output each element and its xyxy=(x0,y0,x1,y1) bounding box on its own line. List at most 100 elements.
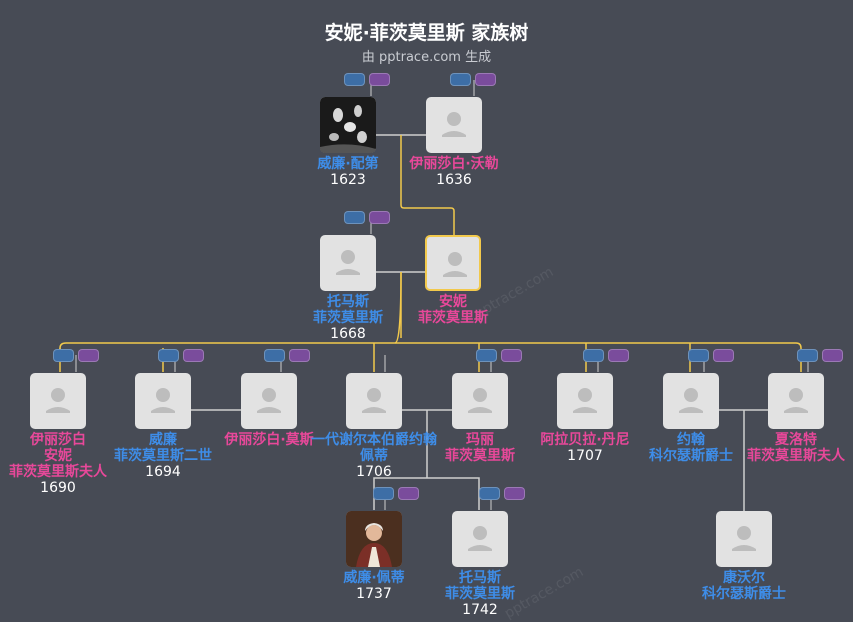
family-toggle-buttons[interactable] xyxy=(479,487,527,501)
expand-parents-button[interactable] xyxy=(53,349,74,362)
expand-parents-button[interactable] xyxy=(479,487,500,500)
expand-parents-button[interactable] xyxy=(344,211,365,224)
family-toggle-buttons[interactable] xyxy=(583,349,631,363)
person-photo-charlotte[interactable] xyxy=(768,373,824,429)
family-toggle-buttons[interactable] xyxy=(373,487,421,501)
person-name-line: 菲茨莫里斯夫人 xyxy=(9,464,107,480)
person-name-line: 科尔瑟斯爵士 xyxy=(702,586,786,602)
person-photo-john-petty[interactable] xyxy=(346,373,402,429)
expand-spouse-button[interactable] xyxy=(713,349,734,362)
expand-spouse-button[interactable] xyxy=(501,349,522,362)
family-toggle-buttons[interactable] xyxy=(53,349,101,363)
person-photo-mary[interactable] xyxy=(452,373,508,429)
page-title: 安妮·菲茨莫里斯 家族树 xyxy=(324,22,529,44)
family-toggle-buttons[interactable] xyxy=(158,349,206,363)
person-name-line: 菲茨莫里斯 xyxy=(418,310,488,326)
person-photo-john-colthurst[interactable] xyxy=(663,373,719,429)
expand-spouse-button[interactable] xyxy=(475,73,496,86)
person-photo-thomas-2[interactable] xyxy=(452,511,508,567)
person-birth-year: 1706 xyxy=(356,464,392,480)
person-label-mary[interactable]: 玛丽菲茨莫里斯 xyxy=(395,432,565,464)
family-toggle-buttons[interactable] xyxy=(476,349,524,363)
person-label-charlotte[interactable]: 夏洛特菲茨莫里斯夫人 xyxy=(711,432,853,464)
person-birth-year: 1694 xyxy=(145,464,181,480)
expand-parents-button[interactable] xyxy=(476,349,497,362)
expand-parents-button[interactable] xyxy=(797,349,818,362)
person-birth-year: 1742 xyxy=(462,602,498,618)
person-label-colthurst[interactable]: 康沃尔科尔瑟斯爵士 xyxy=(659,570,829,602)
person-name-line: 伊丽莎白 xyxy=(30,432,86,448)
person-birth-year: 1623 xyxy=(330,172,366,188)
expand-spouse-button[interactable] xyxy=(504,487,525,500)
family-toggle-buttons[interactable] xyxy=(264,349,312,363)
family-toggle-buttons[interactable] xyxy=(797,349,845,363)
person-photo-william-petty-2[interactable] xyxy=(346,511,402,567)
person-label-anne-fitzmaurice[interactable]: 安妮菲茨莫里斯 xyxy=(368,294,538,326)
person-placeholder-icon xyxy=(362,388,386,413)
person-name-line: 威廉 xyxy=(149,432,177,448)
person-name-line: 一代谢尔本伯爵约翰 xyxy=(311,432,437,448)
expand-spouse-button[interactable] xyxy=(608,349,629,362)
person-photo-elizabeth-anne[interactable] xyxy=(30,373,86,429)
person-placeholder-icon xyxy=(468,526,492,551)
person-name-line: 伊丽莎白·沃勒 xyxy=(409,156,499,172)
person-placeholder-icon xyxy=(468,388,492,413)
person-birth-year: 1707 xyxy=(567,448,603,464)
portrait-image xyxy=(320,97,376,153)
family-toggle-buttons[interactable] xyxy=(450,73,498,87)
person-label-elizabeth-sarah[interactable]: 伊丽莎白·莫斯 xyxy=(184,432,354,448)
person-photo-arabella[interactable] xyxy=(557,373,613,429)
person-name-line: 约翰 xyxy=(677,432,705,448)
person-birth-year: 1668 xyxy=(330,326,366,342)
person-name-line: 安妮 xyxy=(439,294,467,310)
expand-parents-button[interactable] xyxy=(450,73,471,86)
expand-spouse-button[interactable] xyxy=(369,73,390,86)
family-toggle-buttons[interactable] xyxy=(688,349,736,363)
person-name-line: 菲茨莫里斯 xyxy=(445,448,515,464)
person-photo-elizabeth-waller[interactable] xyxy=(426,97,482,153)
page-subtitle: 由 pptrace.com 生成 xyxy=(361,50,492,65)
person-photo-anne-fitzmaurice[interactable] xyxy=(425,235,481,291)
person-placeholder-icon xyxy=(151,388,175,413)
person-name-line: 康沃尔 xyxy=(723,570,765,586)
expand-parents-button[interactable] xyxy=(583,349,604,362)
person-name-line: 夏洛特 xyxy=(775,432,817,448)
expand-spouse-button[interactable] xyxy=(183,349,204,362)
person-photo-colthurst[interactable] xyxy=(716,511,772,567)
person-name-line: 托马斯 xyxy=(459,570,501,586)
expand-parents-button[interactable] xyxy=(264,349,285,362)
person-photo-william-petty[interactable] xyxy=(320,97,376,153)
expand-parents-button[interactable] xyxy=(688,349,709,362)
family-toggle-buttons[interactable] xyxy=(344,211,392,225)
person-label-john-colthurst[interactable]: 约翰科尔瑟斯爵士 xyxy=(606,432,776,464)
person-name-line: 威廉·佩蒂 xyxy=(343,570,405,586)
person-name-line: 科尔瑟斯爵士 xyxy=(649,448,733,464)
expand-parents-button[interactable] xyxy=(344,73,365,86)
expand-parents-button[interactable] xyxy=(373,487,394,500)
expand-spouse-button[interactable] xyxy=(78,349,99,362)
expand-spouse-button[interactable] xyxy=(289,349,310,362)
person-placeholder-icon xyxy=(46,388,70,413)
person-placeholder-icon xyxy=(573,388,597,413)
person-name-line: 阿拉贝拉·丹尼 xyxy=(540,432,630,448)
person-placeholder-icon xyxy=(732,526,756,551)
person-name-line: 菲茨莫里斯夫人 xyxy=(747,448,845,464)
family-toggle-buttons[interactable] xyxy=(344,73,392,87)
expand-spouse-button[interactable] xyxy=(369,211,390,224)
person-photo-elizabeth-sarah[interactable] xyxy=(241,373,297,429)
person-photo-thomas-fitzmaurice[interactable] xyxy=(320,235,376,291)
expand-spouse-button[interactable] xyxy=(398,487,419,500)
person-placeholder-icon xyxy=(679,388,703,413)
expand-spouse-button[interactable] xyxy=(822,349,843,362)
expand-parents-button[interactable] xyxy=(158,349,179,362)
person-photo-william-2nd[interactable] xyxy=(135,373,191,429)
